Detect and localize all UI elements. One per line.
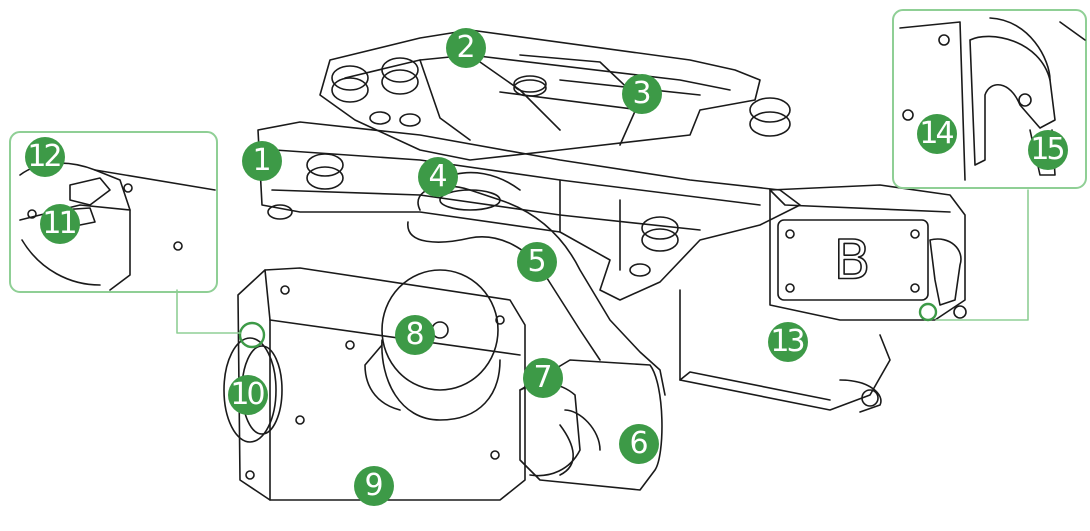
controller-box — [679, 184, 967, 413]
callout-1: 1 — [242, 141, 282, 181]
upper-dampers — [331, 57, 791, 137]
upper-frame — [319, 29, 761, 161]
right-inset — [892, 9, 1087, 189]
callout-3: 3 — [622, 74, 662, 114]
callout-6: 6 — [619, 424, 659, 464]
callout-10: 10 — [228, 375, 268, 415]
callout-8: 8 — [395, 315, 435, 355]
callout-11: 11 — [40, 204, 80, 244]
callout-12: 12 — [25, 137, 65, 177]
callout-2: 2 — [446, 28, 486, 68]
callout-14: 14 — [917, 114, 957, 154]
callout-13: 13 — [768, 322, 808, 362]
callout-15: 15 — [1028, 130, 1068, 170]
plate-letter: B — [833, 229, 870, 292]
callout-4: 4 — [418, 157, 458, 197]
callout-7: 7 — [523, 358, 563, 398]
pitch-motor — [364, 269, 501, 421]
callout-5: 5 — [517, 242, 557, 282]
lens-ring — [223, 321, 283, 443]
lower-frame — [257, 121, 801, 301]
callout-9: 9 — [354, 466, 394, 506]
leader-lines — [176, 189, 1029, 334]
